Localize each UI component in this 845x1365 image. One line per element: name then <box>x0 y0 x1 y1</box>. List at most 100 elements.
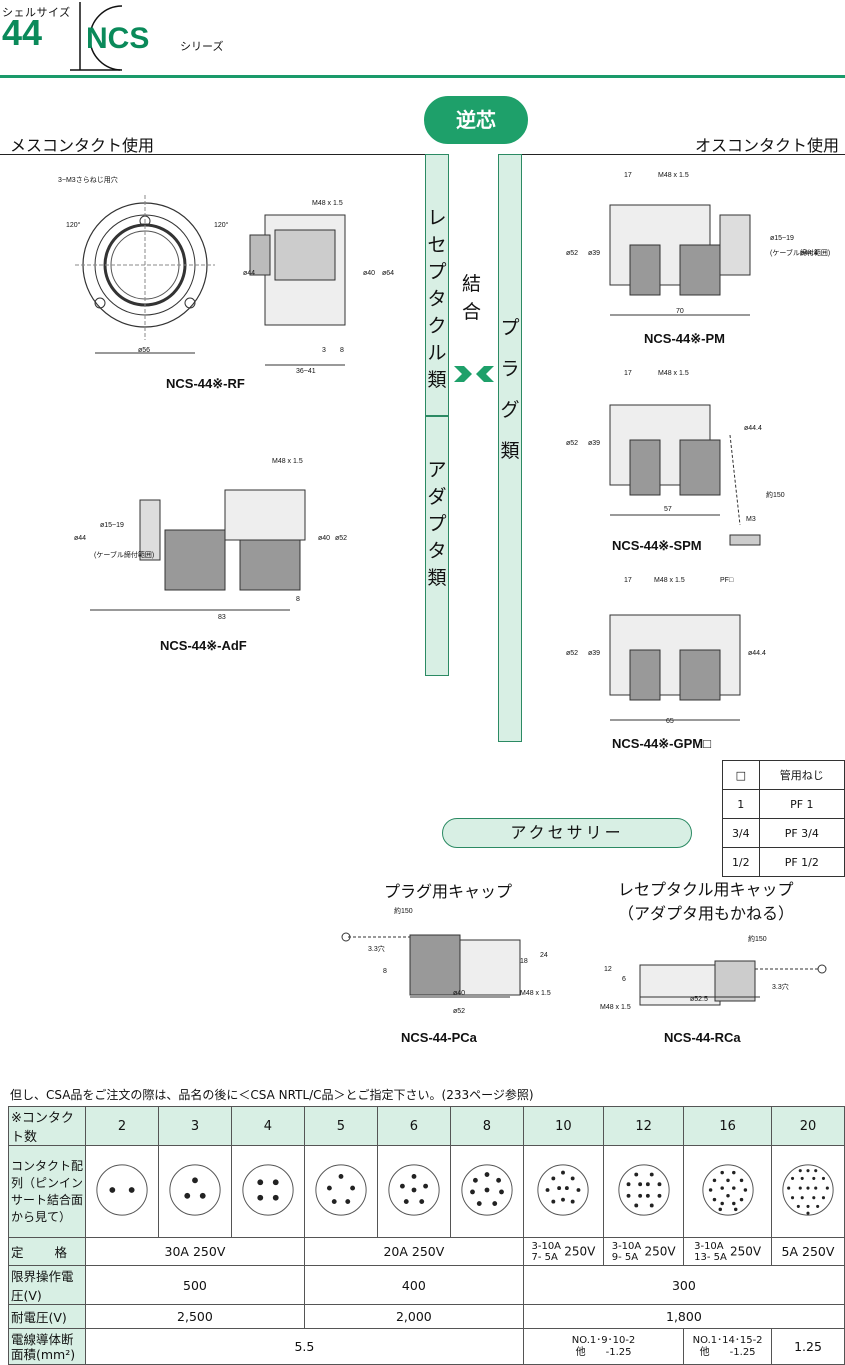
rf-holes: 3−M3さらねじ用穴 <box>58 177 118 184</box>
pca-l18: 18 <box>520 958 528 965</box>
pca-l150: 約150 <box>394 908 413 915</box>
spm-d39: ø39 <box>588 440 601 447</box>
rf-d56: ø56 <box>138 347 151 354</box>
adf-d52: ø52 <box>335 535 348 542</box>
pf-header-symbol: □ <box>722 760 760 790</box>
shell-size: 44 <box>2 12 43 53</box>
pm-l17: 17 <box>624 172 632 179</box>
contacts-5: 5 <box>303 1106 378 1146</box>
contacts-10: 10 <box>522 1106 605 1146</box>
wire-main: 5.5 <box>85 1328 524 1365</box>
pf-row-thread: PF 1/2 <box>758 847 845 877</box>
spm-drawing <box>609 404 761 546</box>
adf-drawing <box>90 489 306 611</box>
pm-tape: (ケーブル締付範囲) <box>770 250 831 257</box>
arrangement-10 <box>522 1145 605 1238</box>
pca-drawing <box>341 932 521 998</box>
contacts-12: 12 <box>603 1106 685 1146</box>
shell-size-label: シェルサイズ <box>2 6 71 19</box>
pm-d1519: ø15~19 <box>770 235 794 242</box>
rating-20: 5A 250V <box>770 1237 845 1266</box>
gpm-d39: ø39 <box>588 650 601 657</box>
reverse-label: 逆芯 <box>424 96 528 144</box>
spm-m3: M3 <box>746 516 756 523</box>
withstand-3: 1,800 <box>522 1304 845 1329</box>
spm-d52: ø52 <box>566 440 579 447</box>
receptacle-column: レセプタクル類 <box>425 154 449 416</box>
model-pm: NCS-44※-PM <box>644 331 725 346</box>
pf-row-thread: PF 1 <box>758 789 845 819</box>
rating-group-2: 20A 250V <box>303 1237 524 1266</box>
row-label-limit-voltage: 限界操作電圧(V) <box>8 1265 86 1305</box>
contact-arrangement-icon <box>388 1164 440 1216</box>
row-label-withstand: 耐電圧(V) <box>8 1304 86 1329</box>
contacts-4: 4 <box>230 1106 305 1146</box>
series-suffix: シリーズ <box>180 40 224 53</box>
contact-arrangement-icon <box>169 1164 221 1216</box>
arrangement-5 <box>303 1145 378 1238</box>
contact-arrangement-icon <box>701 1164 754 1216</box>
spm-l57: 57 <box>664 506 672 513</box>
contact-arrangement-icon <box>461 1164 513 1216</box>
gpm-d52: ø52 <box>566 650 579 657</box>
plug-cap-title: プラグ用キャップ <box>384 882 513 901</box>
adf-tape: (ケーブル締付範囲) <box>94 552 155 559</box>
coupling-arrows-icon <box>454 366 494 382</box>
rca-hole: 3.3穴 <box>772 984 789 991</box>
series-logo-mark <box>70 2 123 71</box>
gpm-l65: 65 <box>666 718 674 725</box>
adf-d1519: ø15~19 <box>100 522 124 529</box>
model-rf: NCS-44※-RF <box>166 376 245 391</box>
model-adf: NCS-44※-AdF <box>160 638 247 653</box>
pf-header-thread: 管用ねじ <box>758 760 845 790</box>
contact-arrangement-icon <box>618 1164 670 1216</box>
pm-drawing <box>609 204 751 316</box>
rf-drawing <box>75 195 346 366</box>
pm-d52: ø52 <box>566 250 579 257</box>
adf-thread: M48 x 1.5 <box>272 458 303 465</box>
pm-d39: ø39 <box>588 250 601 257</box>
withstand-2: 2,000 <box>303 1304 524 1329</box>
arrangement-12 <box>603 1145 685 1238</box>
pm-d444: ø44.4 <box>800 250 818 257</box>
limit-voltage-2: 400 <box>303 1265 524 1305</box>
pca-thread: M48 x 1.5 <box>520 990 551 997</box>
coupling-label: 結合 <box>462 273 482 323</box>
model-pca: NCS-44-PCa <box>401 1030 477 1045</box>
contacts-6: 6 <box>376 1106 451 1146</box>
arrangement-8 <box>449 1145 524 1238</box>
pm-thread: M48 x 1.5 <box>658 172 689 179</box>
model-gpm: NCS-44※-GPM□ <box>612 736 711 751</box>
arrangement-2 <box>85 1145 159 1238</box>
rf-angle-right: 120° <box>214 222 229 229</box>
pm-l70: 70 <box>676 308 684 315</box>
rating-group-1: 30A 250V <box>85 1237 305 1266</box>
contacts-16: 16 <box>683 1106 772 1146</box>
pf-row-code: 1/2 <box>722 847 760 877</box>
contact-arrangement-icon <box>242 1164 294 1216</box>
rca-l150: 約150 <box>748 936 767 943</box>
spm-thread: M48 x 1.5 <box>658 370 689 377</box>
header-rule <box>0 75 845 78</box>
spm-l150: 約150 <box>766 492 785 499</box>
contacts-20: 20 <box>770 1106 845 1146</box>
rca-drawing <box>639 960 827 1006</box>
pca-l8: 8 <box>383 968 387 975</box>
male-contact-label: オスコンタクト使用 <box>694 136 839 155</box>
rca-d525: ø52.5 <box>690 996 708 1003</box>
adf-l83: 83 <box>218 614 226 621</box>
rca-l6: 6 <box>622 976 626 983</box>
adf-l8: 8 <box>296 596 300 603</box>
rf-thread: M48 x 1.5 <box>312 200 343 207</box>
row-label-arrangement: コンタクト配列（ピンインサート結合面から見て） <box>8 1145 86 1238</box>
arrangement-20 <box>770 1145 845 1238</box>
gpm-thread: M48 x 1.5 <box>654 577 685 584</box>
female-contact-label: メスコンタクト使用 <box>10 136 155 155</box>
contact-arrangement-icon <box>782 1164 834 1216</box>
rf-l3: 3 <box>322 347 326 354</box>
gpm-l17: 17 <box>624 577 632 584</box>
contacts-8: 8 <box>449 1106 524 1146</box>
